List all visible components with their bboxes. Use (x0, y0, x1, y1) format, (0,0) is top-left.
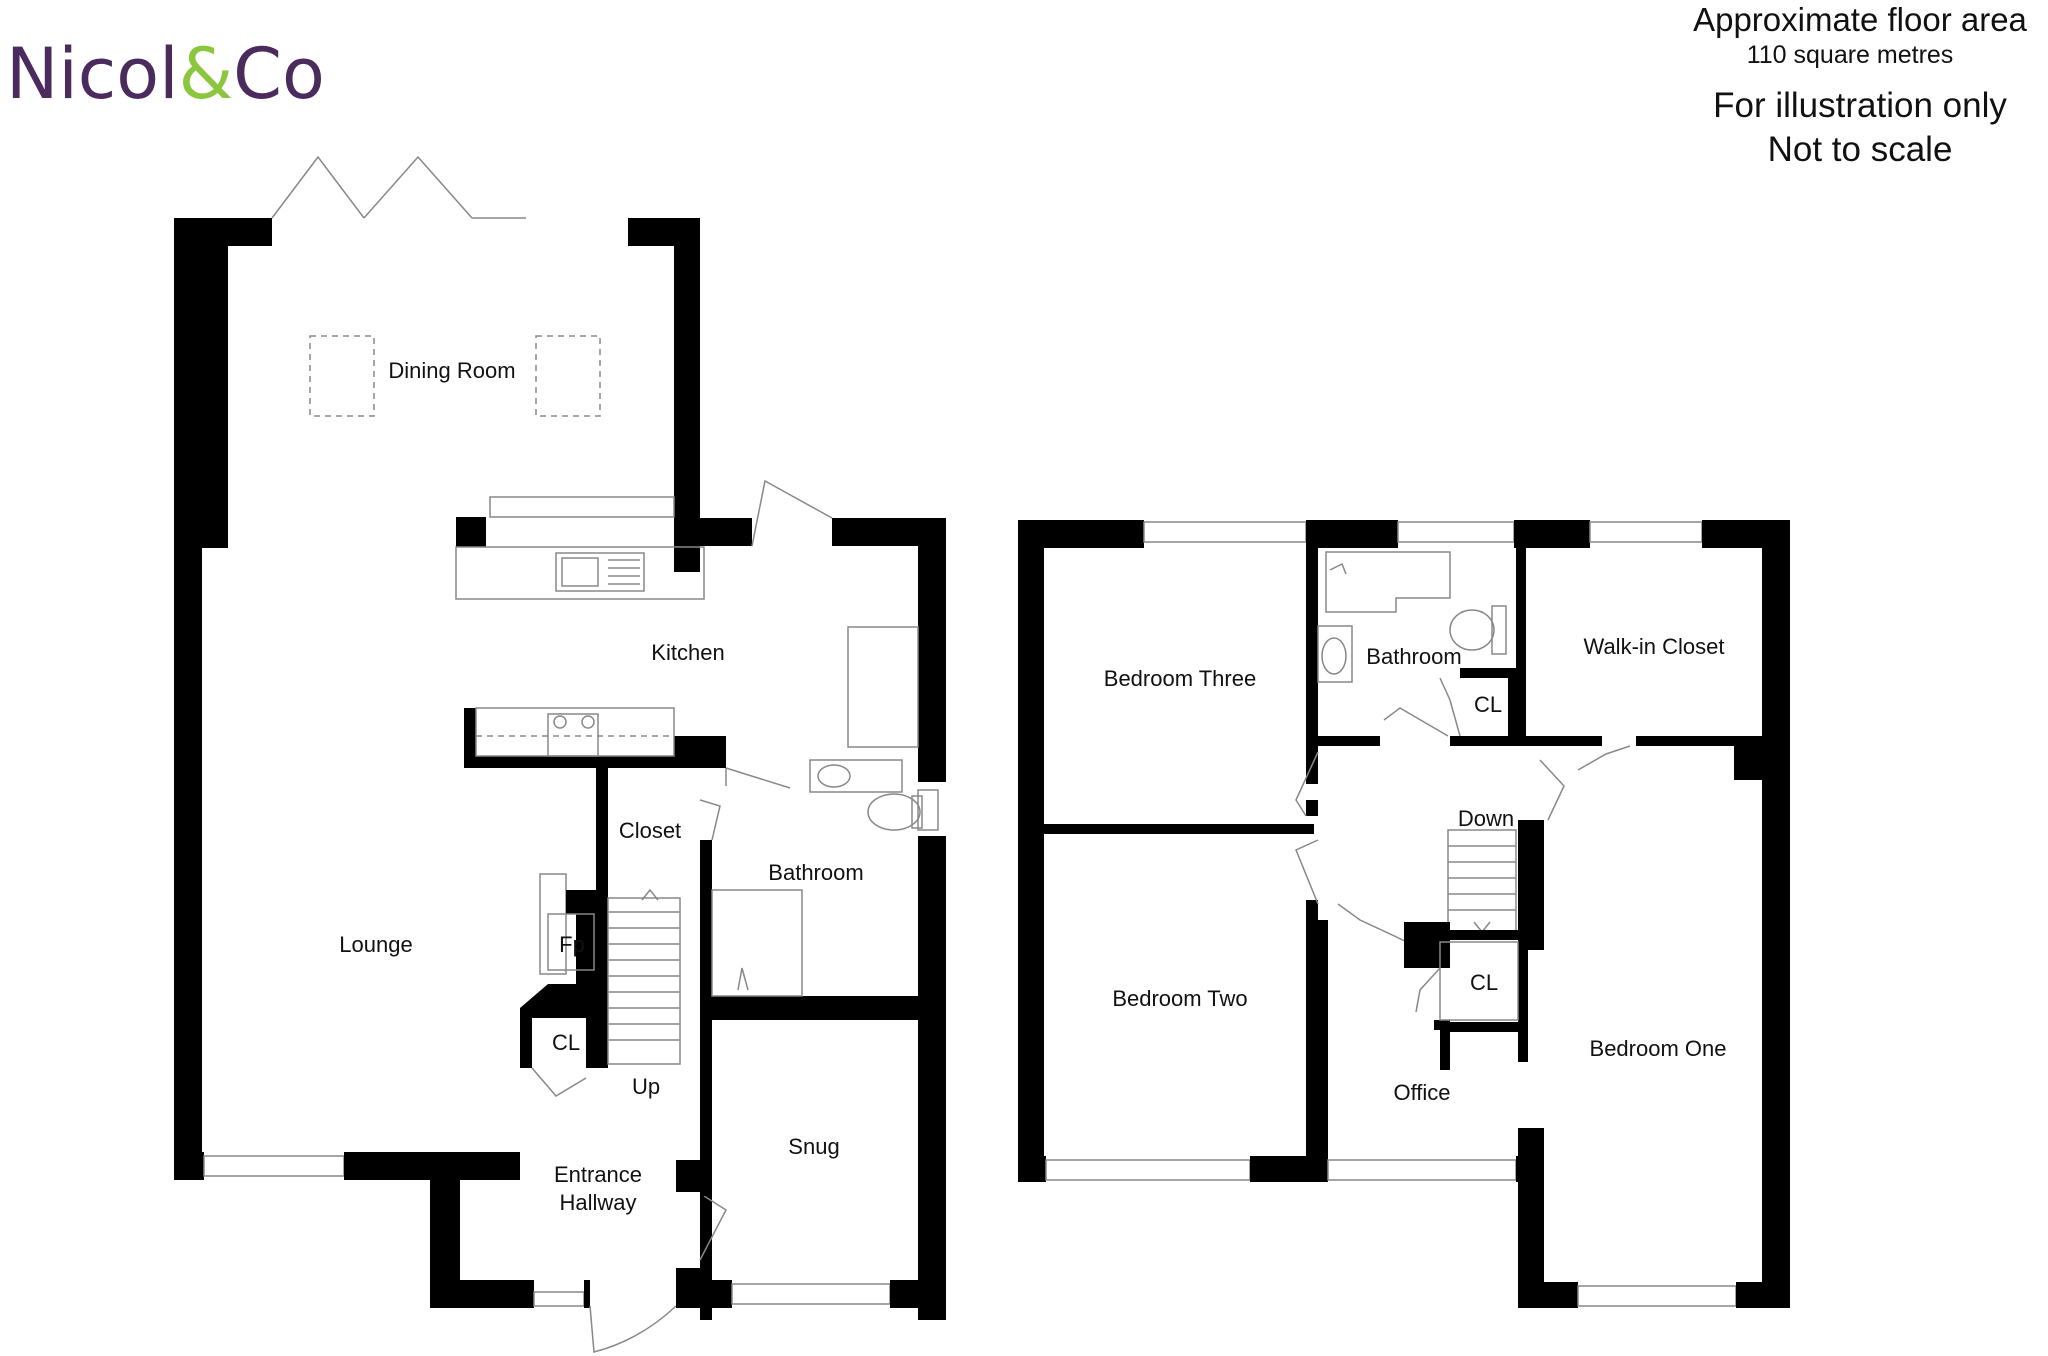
floor-area-title: Approximate floor area (1693, 1, 2027, 38)
label-entrance: Entrance (554, 1162, 642, 1187)
scale-note: Not to scale (1767, 130, 1953, 169)
brand-ampersand: & (179, 33, 234, 115)
label-walk-in-closet: Walk-in Closet (1584, 634, 1725, 659)
label-bathroom-ground: Bathroom (768, 860, 863, 885)
label-closet: Closet (619, 818, 681, 843)
illustration-note: For illustration only (1713, 86, 2007, 125)
label-cupboard-office: CL (1470, 970, 1498, 995)
floor-info: Approximate floor area 110 square metres… (1640, 0, 2048, 172)
label-bedroom-one: Bedroom One (1590, 1036, 1727, 1061)
brand-name-right: Co (233, 33, 325, 115)
label-office: Office (1393, 1080, 1450, 1105)
floor-area-value: 110 square metres (1746, 41, 1954, 69)
label-lounge: Lounge (339, 932, 412, 957)
label-kitchen: Kitchen (651, 640, 724, 665)
label-fireplace: Fp (559, 932, 585, 957)
label-hallway: Hallway (559, 1190, 636, 1215)
label-bedroom-two: Bedroom Two (1112, 986, 1247, 1011)
label-snug: Snug (788, 1134, 839, 1159)
label-cupboard-ground: CL (552, 1030, 580, 1055)
label-stairs-down: Down (1458, 806, 1514, 831)
brand-name-left: Nicol (6, 33, 179, 115)
label-dining-room: Dining Room (388, 358, 515, 383)
label-bathroom-first: Bathroom (1366, 644, 1461, 669)
brand-logo: Nicol&Co (6, 33, 325, 115)
label-bedroom-three: Bedroom Three (1104, 666, 1256, 691)
label-cupboard-top: CL (1474, 692, 1502, 717)
ground-floor-plan: Dining Room Kitchen Closet Bathroom Loun… (174, 155, 946, 1353)
label-stairs-up: Up (632, 1074, 660, 1099)
first-floor-plan: Bedroom Three Bathroom CL Walk-in Closet… (1018, 520, 1790, 1308)
